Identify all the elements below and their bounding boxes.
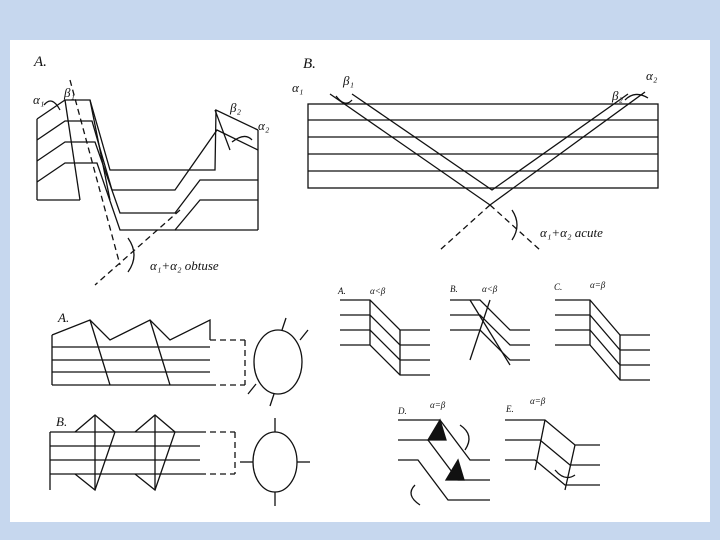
cond-small-c: α=β bbox=[590, 280, 606, 290]
label-small-e: E. bbox=[505, 404, 514, 414]
fold-geometry-figure: A. α₁ β₁ α₂ β₂ α₁+α₂ obtuse B. α₁ β₁ α₂ … bbox=[10, 40, 710, 522]
label-panel-b: B. bbox=[303, 56, 316, 72]
cond-small-d: α=β bbox=[430, 400, 446, 410]
label-bottom-b: B. bbox=[56, 414, 67, 429]
label-alpha1-b: α₁ bbox=[292, 80, 303, 95]
kink-panel-e bbox=[505, 420, 600, 490]
label-beta1-b: β₁ bbox=[342, 73, 354, 88]
cond-small-e: α=β bbox=[530, 396, 546, 406]
caption-obtuse: α₁+α₂ obtuse bbox=[150, 258, 219, 273]
cond-small-b: α<β bbox=[482, 284, 498, 294]
label-beta2: β₂ bbox=[229, 100, 241, 115]
label-beta1: β₁ bbox=[63, 85, 75, 100]
label-small-a: A. bbox=[337, 286, 346, 296]
chevron-fold-diagram-b bbox=[308, 92, 658, 250]
label-panel-a: A. bbox=[33, 54, 47, 70]
label-beta2-b: β₂ bbox=[611, 88, 623, 103]
label-small-d: D. bbox=[397, 406, 407, 416]
kink-stack-diagram-a bbox=[52, 318, 308, 406]
slide-figure: A. α₁ β₁ α₂ β₂ α₁+α₂ obtuse B. α₁ β₁ α₂ … bbox=[10, 40, 710, 522]
kink-panel-c bbox=[555, 300, 650, 380]
label-alpha2: α₂ bbox=[258, 118, 270, 133]
label-small-c: C. bbox=[554, 282, 562, 292]
kink-panel-b bbox=[450, 300, 530, 365]
kink-panel-d bbox=[398, 420, 490, 505]
kink-band-diagram-a bbox=[37, 80, 258, 285]
label-alpha1: α₁ bbox=[33, 92, 44, 107]
kink-stack-diagram-b bbox=[50, 415, 310, 506]
label-alpha2-b: α₂ bbox=[646, 68, 658, 83]
caption-acute: α₁+α₂ acute bbox=[540, 225, 603, 240]
label-small-b: B. bbox=[450, 284, 458, 294]
label-bottom-a: A. bbox=[57, 310, 69, 325]
kink-panel-a bbox=[340, 300, 430, 375]
cond-small-a: α<β bbox=[370, 286, 386, 296]
